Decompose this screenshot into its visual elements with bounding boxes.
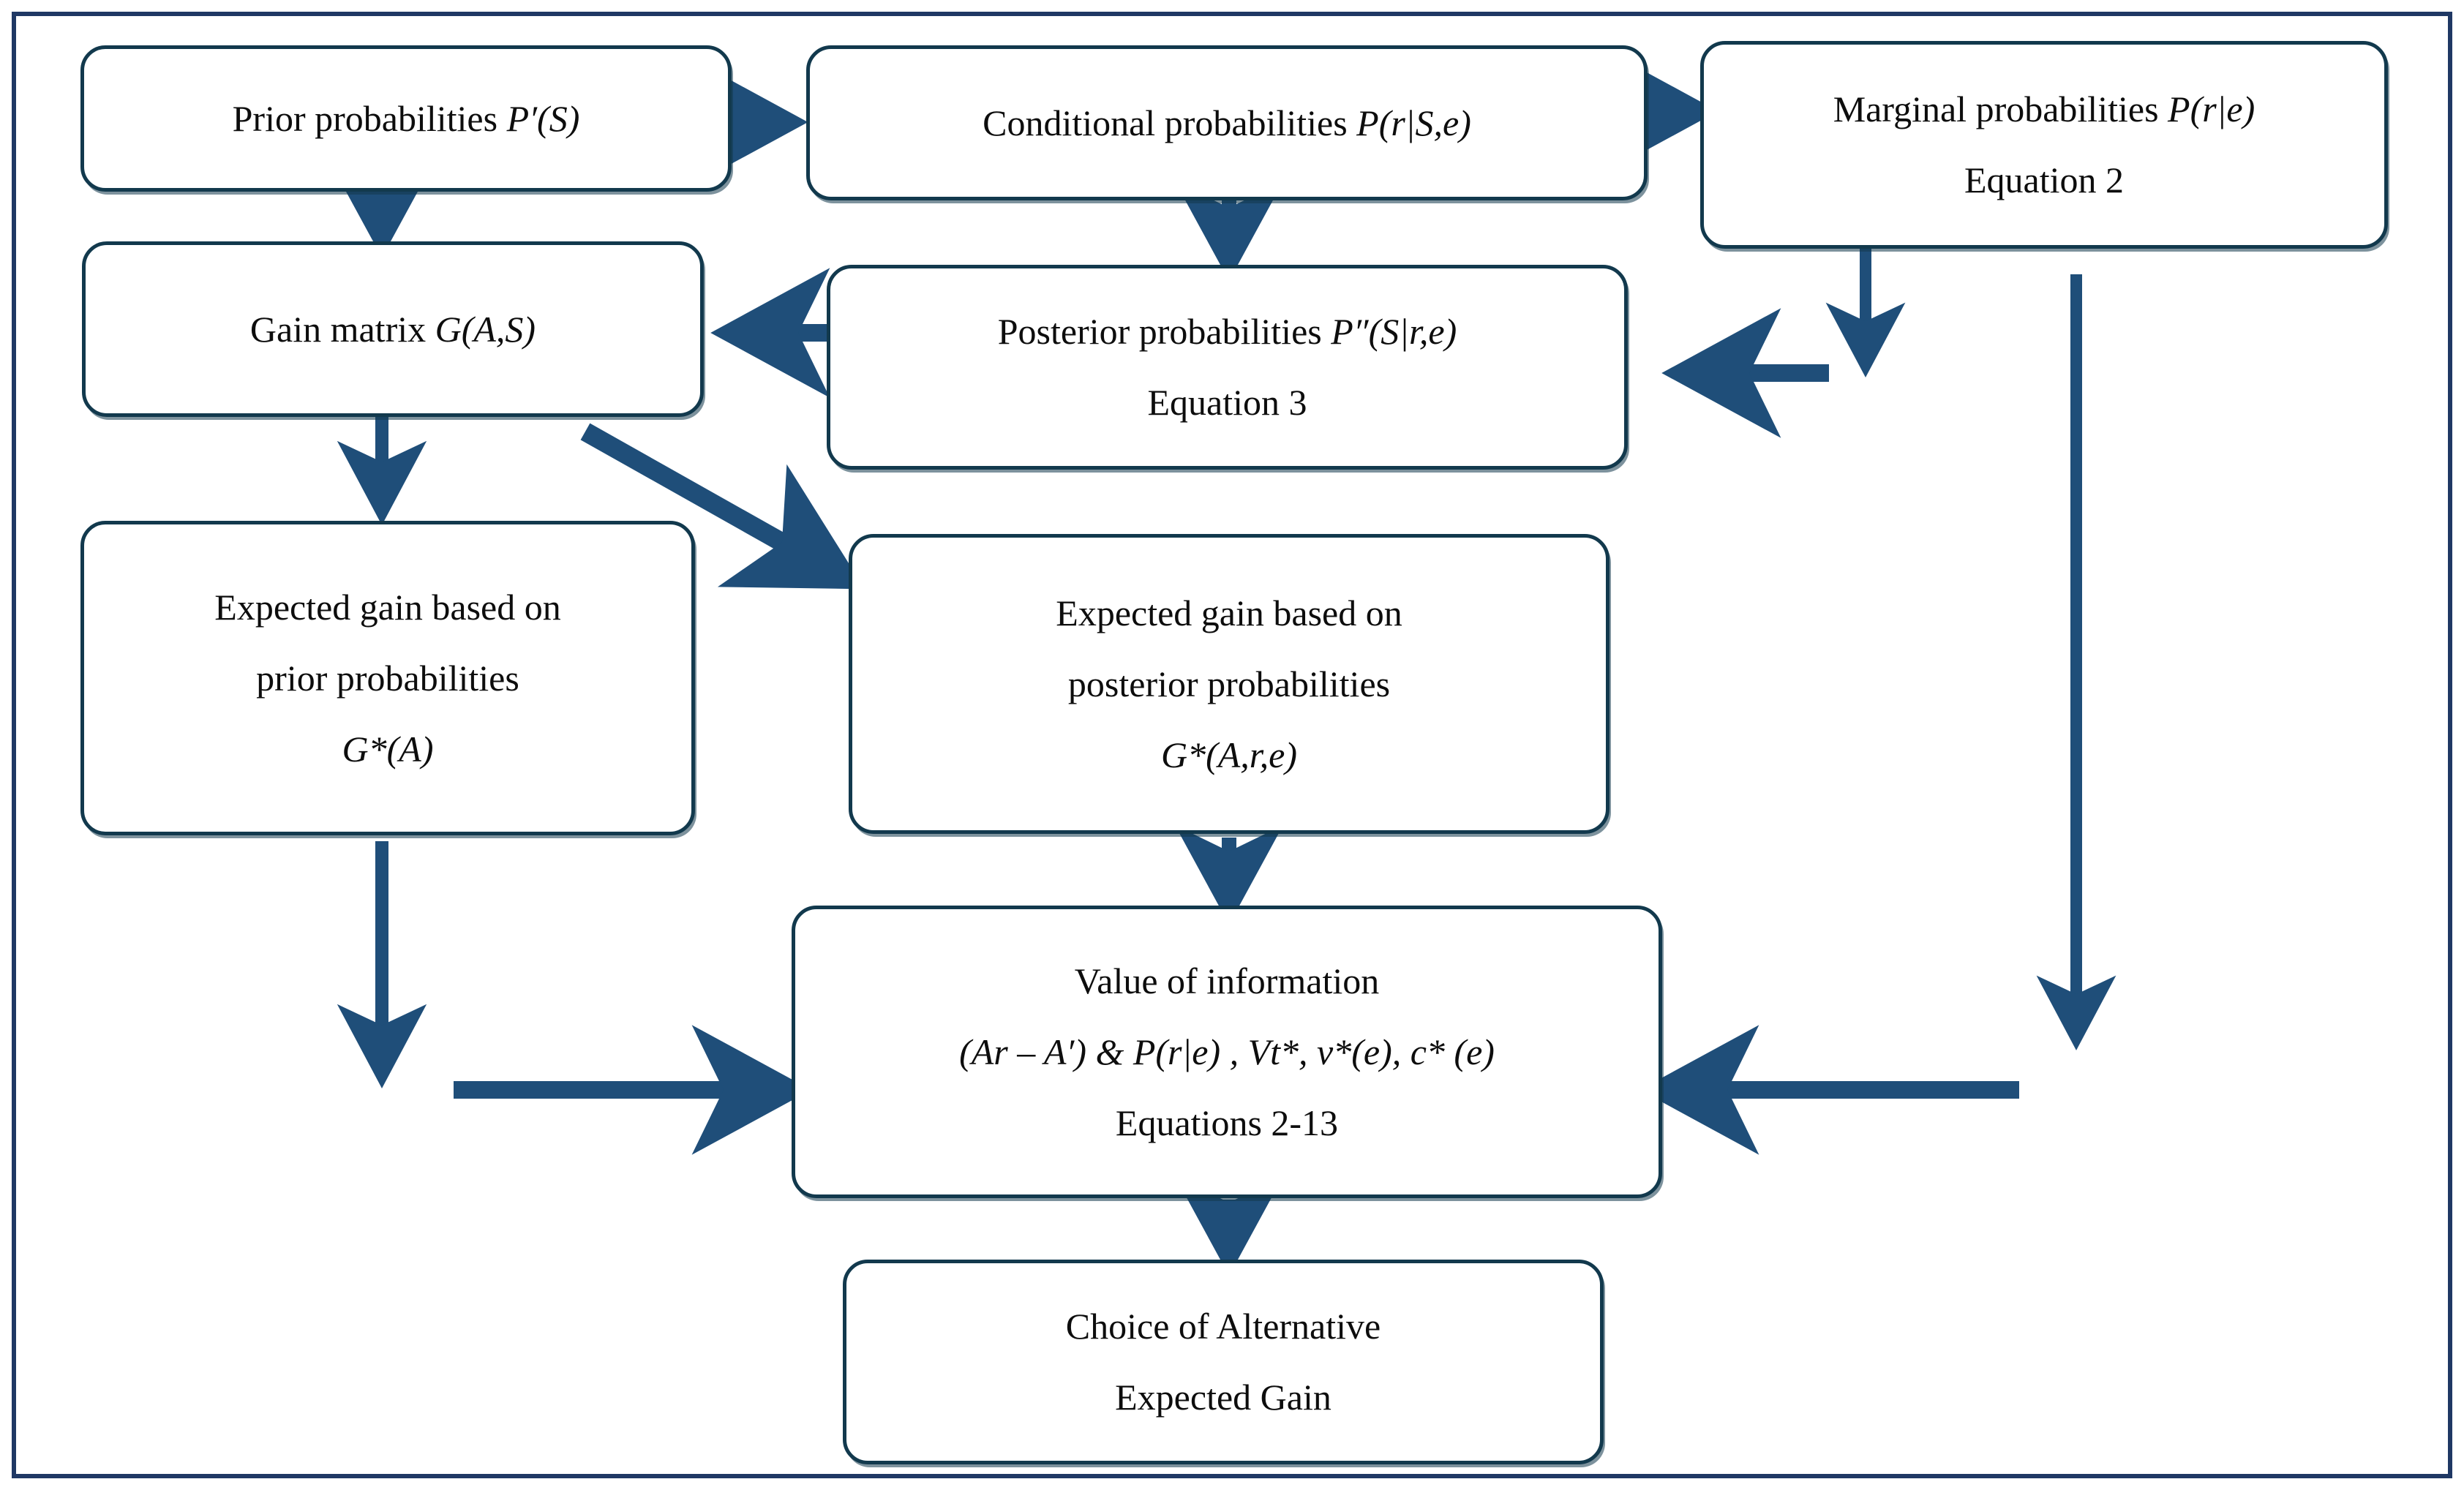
node-gain-matrix-text: Gain matrix G(A,S)	[249, 308, 536, 350]
edge-gain-matrix-to-expected-posterior	[580, 423, 865, 590]
node-gain-matrix[interactable]: Gain matrix G(A,S)	[82, 241, 704, 417]
node-expected-gain-posterior[interactable]: Expected gain based on posterior probabi…	[849, 534, 1610, 834]
node-choice-line2: Expected Gain	[1115, 1377, 1331, 1418]
node-prior-probabilities[interactable]: Prior probabilities P′(S)	[80, 45, 732, 192]
node-marginal-equation: Equation 2	[1964, 159, 2125, 200]
node-expected-prior-line1: Expected gain based on	[214, 586, 561, 628]
node-voi-line1: Value of information	[1074, 960, 1380, 1001]
node-marginal-probabilities[interactable]: Marginal probabilities P(r|e) Equation 2	[1700, 41, 2388, 249]
node-prior-text: Prior probabilities P′(S)	[232, 97, 580, 139]
node-conditional-text: Conditional probabilities P(r|S,e)	[983, 102, 1471, 143]
node-voi-equations: Equations 2-13	[1115, 1102, 1339, 1143]
node-gain-matrix-math: G(A,S)	[435, 308, 536, 350]
node-expected-prior-line2: prior probabilities	[256, 657, 519, 699]
node-prior-math: P′(S)	[506, 97, 580, 139]
node-voi-math: (Ar – A′) & P(r|e) , Vt*, v*(e), c* (e)	[959, 1031, 1495, 1072]
node-expected-posterior-line2: posterior probabilities	[1067, 663, 1391, 704]
node-posterior-equation: Equation 3	[1147, 382, 1307, 423]
node-posterior-probabilities[interactable]: Posterior probabilities P″(S|r,e) Equati…	[827, 265, 1628, 470]
node-expected-posterior-line1: Expected gain based on	[1056, 592, 1402, 633]
node-value-of-information[interactable]: Value of information (Ar – A′) & P(r|e) …	[792, 906, 1662, 1198]
node-choice-line1: Choice of Alternative	[1065, 1306, 1381, 1347]
node-expected-posterior-math: G*(A,r,e)	[1160, 734, 1298, 775]
node-expected-gain-prior[interactable]: Expected gain based on prior probabiliti…	[80, 521, 695, 835]
node-posterior-math: P″(S|r,e)	[1331, 311, 1457, 352]
node-marginal-text: Marginal probabilities P(r|e)	[1833, 89, 2255, 129]
node-conditional-math: P(r|S,e)	[1356, 102, 1471, 143]
node-marginal-math: P(r|e)	[2168, 89, 2255, 129]
node-conditional-probabilities[interactable]: Conditional probabilities P(r|S,e)	[806, 45, 1648, 200]
node-posterior-text: Posterior probabilities P″(S|r,e)	[997, 311, 1457, 352]
node-choice-of-alternative[interactable]: Choice of Alternative Expected Gain	[843, 1260, 1604, 1464]
node-expected-prior-math: G*(A)	[342, 728, 434, 770]
